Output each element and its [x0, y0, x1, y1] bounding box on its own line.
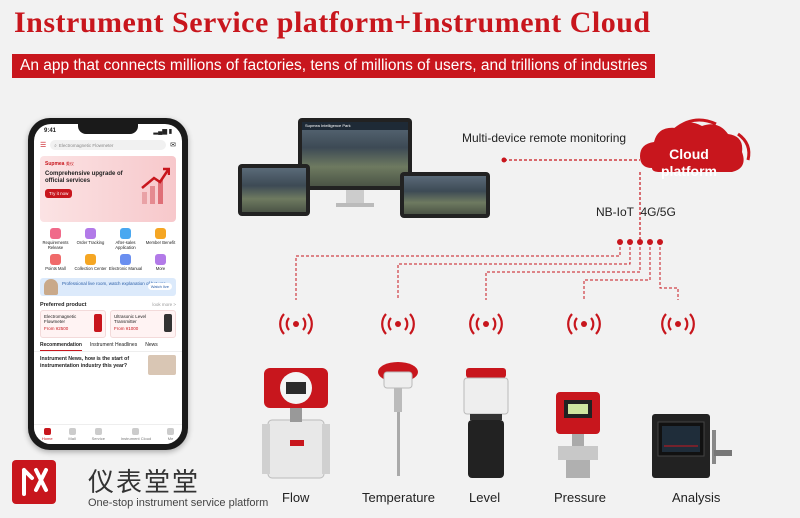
status-bar: 9:41 ▂▄▆ ▮ — [34, 124, 182, 138]
app-logo-icon — [12, 460, 56, 504]
grid-item[interactable]: Collection Center — [73, 254, 108, 272]
service-grid: Requirements Release Order Tracking Afte… — [34, 226, 182, 274]
monitor-screen-header: Supmea Intelligence Park — [302, 122, 408, 130]
watch-live-button[interactable]: Watch live — [147, 282, 172, 290]
news-item[interactable]: Instrument News, how is the start of ins… — [34, 352, 182, 375]
product-name: Ultrasonic Level Transmitter — [114, 313, 147, 324]
signal-icon: ▂▄▆ ▮ — [153, 128, 172, 135]
tab-headlines[interactable]: Instrument Headlines — [89, 341, 138, 348]
search-row: ☰ ⌕ Electromagnetic Flowmeter ✉ — [34, 138, 182, 152]
flow-meter-icon — [262, 368, 330, 479]
app-logo-text: 仪表堂堂 — [88, 468, 201, 498]
subtitle-banner: An app that connects millions of factori… — [12, 54, 656, 78]
news-tabs: Recommendation Instrument Headlines News — [34, 338, 182, 352]
service-icon — [85, 254, 96, 266]
search-icon: ⌕ — [54, 142, 57, 148]
nav-home[interactable]: Home — [42, 428, 53, 441]
product-name: Electromagnetic Flowmeter — [44, 313, 77, 324]
cloud-platform-label: Cloud platform — [661, 146, 717, 179]
try-now-button[interactable]: Try it now — [45, 189, 73, 199]
grid-item[interactable]: Member Benefit — [143, 228, 178, 250]
promo-text: Professional live room, watch explanatio… — [62, 280, 166, 286]
grid-item[interactable]: Requirements Release — [38, 228, 73, 250]
product-card[interactable]: Electromagnetic Flowmeter From ¥2500 — [40, 309, 106, 338]
preferred-heading: Preferred product — [40, 301, 87, 308]
app-logo-subtitle: One-stop instrument service platform — [88, 497, 269, 509]
nav-mall[interactable]: Mall — [68, 428, 76, 441]
nav-instrument-cloud[interactable]: Instrument Cloud — [121, 428, 151, 441]
monitoring-label: Multi-device remote monitoring — [462, 131, 627, 145]
search-input[interactable]: ⌕ Electromagnetic Flowmeter — [50, 140, 167, 150]
monitor-stand — [346, 190, 364, 204]
banner-title: Comprehensive upgrade of official servic… — [45, 171, 123, 185]
tablet-left — [238, 164, 310, 216]
user-icon — [167, 428, 175, 435]
home-icon — [43, 428, 51, 435]
status-time: 9:41 — [44, 128, 57, 134]
level-sensor-icon — [463, 368, 509, 478]
presenter-avatar — [44, 278, 58, 295]
service-icon — [120, 228, 131, 239]
preferred-header: Preferred product look more > — [34, 300, 182, 310]
service-icon — [155, 228, 166, 239]
cloud-platform-icon — [640, 122, 744, 172]
search-placeholder: Electromagnetic Flowmeter — [58, 142, 114, 148]
grid-item[interactable]: After-sales Application — [108, 228, 143, 250]
product-price: From ¥1000 — [114, 325, 139, 331]
product-image — [164, 313, 172, 332]
service-icon — [120, 254, 131, 266]
menu-icon[interactable]: ☰ — [40, 142, 47, 149]
service-icon — [85, 228, 96, 239]
phone-notch — [78, 124, 138, 134]
nav-service[interactable]: Service — [92, 428, 105, 441]
product-card[interactable]: Ultrasonic Level Transmitter From ¥1000 — [110, 309, 176, 338]
grid-item[interactable]: More — [143, 254, 178, 272]
service-icon — [50, 228, 61, 239]
temperature-sensor-icon — [378, 362, 418, 476]
service-icon — [94, 428, 102, 435]
grid-item[interactable]: Electronic Manual — [108, 254, 143, 272]
sensor-label-temperature: Temperature — [362, 490, 435, 505]
service-icon — [50, 254, 61, 266]
sensor-label-analysis: Analysis — [672, 490, 721, 505]
cloud-icon — [132, 428, 140, 435]
product-image — [94, 313, 102, 332]
monitor-base — [336, 203, 374, 207]
network-label: NB-IoT 4G/5G — [596, 205, 676, 219]
phone-mockup: 9:41 ▂▄▆ ▮ ☰ ⌕ Electromagnetic Flowmeter… — [28, 118, 188, 450]
sensor-label-flow: Flow — [282, 490, 310, 505]
mall-icon — [68, 428, 76, 435]
bottom-nav: Home Mall Service Instrument Cloud Me — [34, 424, 182, 444]
live-promo[interactable]: Professional live room, watch explanatio… — [40, 277, 176, 296]
service-icon — [155, 254, 166, 266]
product-row: Electromagnetic Flowmeter From ¥2500 Ult… — [34, 309, 182, 338]
grid-item[interactable]: Points Mall — [38, 254, 73, 272]
pressure-transmitter-icon — [556, 392, 600, 478]
desktop-monitor: Supmea Intelligence Park — [298, 118, 412, 190]
phone-screen: 9:41 ▂▄▆ ▮ ☰ ⌕ Electromagnetic Flowmeter… — [34, 124, 182, 444]
tab-news[interactable]: News — [145, 341, 158, 348]
product-price: From ¥2500 — [44, 325, 69, 331]
news-thumbnail — [148, 354, 176, 375]
news-title: Instrument News, how is the start of ins… — [40, 355, 130, 369]
sensor-label-pressure: Pressure — [554, 490, 607, 505]
tab-recommendation[interactable]: Recommendation — [40, 342, 82, 351]
main-title: Instrument Service platform+Instrument C… — [14, 6, 651, 39]
sensor-label-level: Level — [469, 490, 501, 505]
grid-item[interactable]: Order Tracking — [73, 228, 108, 250]
banner-brand: Supmea 美仪 — [45, 161, 74, 167]
look-more-link[interactable]: look more > — [152, 301, 176, 307]
nav-me[interactable]: Me — [167, 428, 175, 441]
analyzer-icon — [652, 414, 732, 478]
message-icon[interactable]: ✉ — [170, 142, 176, 149]
promo-banner[interactable]: Supmea 美仪 Comprehensive upgrade of offic… — [40, 156, 176, 222]
tablet-right — [400, 172, 490, 218]
growth-arrow-icon — [141, 167, 170, 204]
wireless-signal-icons — [279, 313, 695, 335]
